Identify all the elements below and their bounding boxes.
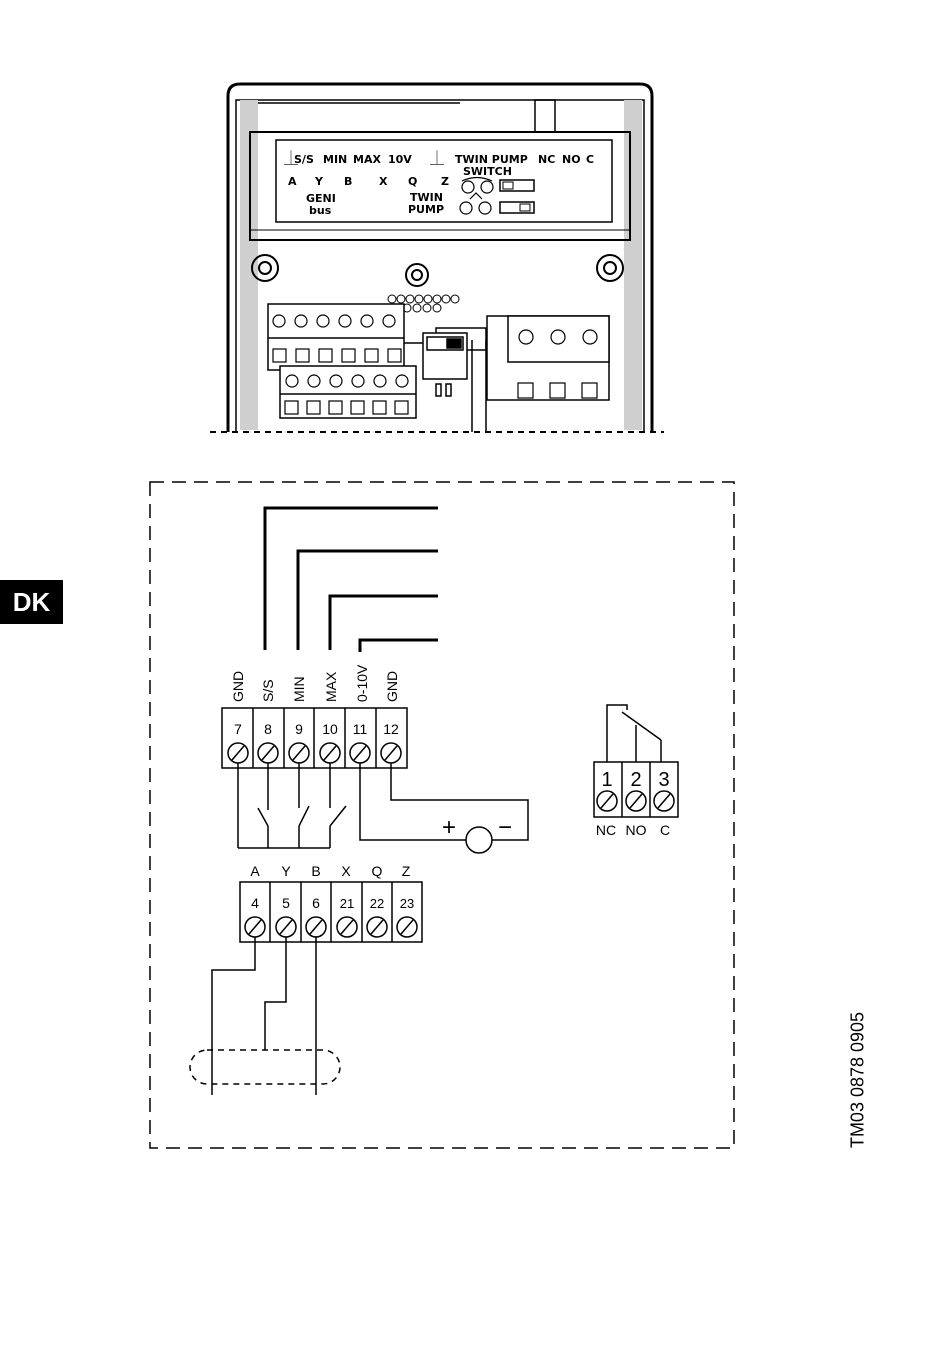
relay-contact-icon <box>607 705 661 762</box>
terminal-number-7: 7 <box>234 721 242 737</box>
bus-cable-wires <box>212 937 316 1095</box>
mounting-screw-icon <box>252 255 623 286</box>
minus-sign: − <box>498 814 512 841</box>
panel-label-b: B <box>344 175 352 188</box>
bus-label-x: X <box>341 863 351 879</box>
terminal-number-22: 22 <box>370 896 384 911</box>
module-terminal-block-upper <box>268 304 404 370</box>
module-terminal-block-lower <box>280 366 416 418</box>
panel-label-bus: bus <box>309 204 332 217</box>
bus-label-q: Q <box>372 863 383 879</box>
signal-label-ss: S/S <box>260 679 276 702</box>
signal-label-min: MIN <box>291 676 307 702</box>
panel-label-x: X <box>379 175 388 188</box>
panel-label-no: NO <box>562 153 581 166</box>
terminal-number-4: 4 <box>251 895 259 911</box>
terminal-number-8: 8 <box>264 721 272 737</box>
panel-label-q: Q <box>408 175 417 188</box>
terminal-number-9: 9 <box>295 721 303 737</box>
terminal-number-6: 6 <box>312 895 320 911</box>
signal-label-gnd: GND <box>230 671 246 702</box>
panel-label-c: C <box>586 153 594 166</box>
bus-label-a: A <box>250 863 260 879</box>
bus-label-b: B <box>311 863 320 879</box>
terminal-number-11: 11 <box>353 721 368 737</box>
terminal-number-21: 21 <box>340 896 354 911</box>
bus-label-y: Y <box>281 863 291 879</box>
signal-label-gnd-2: GND <box>384 671 400 702</box>
relay-terminal-3: 3 <box>658 769 669 791</box>
bus-label-z: Z <box>402 863 411 879</box>
external-switch-circuit <box>238 763 346 848</box>
terminal-number-5: 5 <box>282 895 290 911</box>
relay-label-c: C <box>660 822 670 838</box>
signal-label-0-10v: 0-10V <box>354 664 370 702</box>
plus-sign: + <box>442 814 456 841</box>
panel-label-pump: PUMP <box>408 203 444 216</box>
terminal-number-12: 12 <box>383 721 399 737</box>
panel-label-switch: SWITCH <box>463 165 512 178</box>
panel-label-max: MAX <box>353 153 381 166</box>
ground-symbol-icon: ⏊ <box>430 150 444 166</box>
panel-label-y: Y <box>314 175 324 188</box>
relay-terminal-1: 1 <box>601 769 612 791</box>
terminal-number-10: 10 <box>322 721 338 737</box>
relay-label-no: NO <box>626 822 647 838</box>
panel-label-ss: S/S <box>294 153 314 166</box>
module-relay-block <box>487 316 609 400</box>
panel-label-a: A <box>288 175 297 188</box>
signal-leads <box>265 508 438 652</box>
signal-source-icon <box>466 827 492 853</box>
relay-terminal-2: 2 <box>630 769 641 791</box>
terminal-number-23: 23 <box>400 896 414 911</box>
panel-label-min: MIN <box>323 153 347 166</box>
panel-label-nc: NC <box>538 153 555 166</box>
relay-label-nc: NC <box>596 822 616 838</box>
panel-label-z: Z <box>441 175 449 188</box>
signal-label-max: MAX <box>323 671 339 702</box>
panel-label-10v: 10V <box>388 153 412 166</box>
